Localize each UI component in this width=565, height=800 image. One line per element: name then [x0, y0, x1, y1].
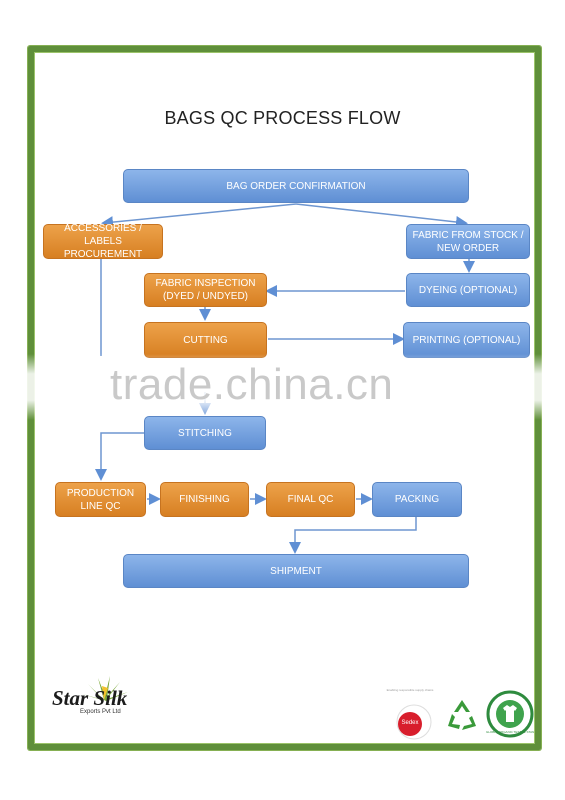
leaf-burst-icon [82, 676, 128, 701]
step-finishing: FINISHING [160, 482, 249, 517]
sedex-logo: Sedex Enabling responsible supply chains [384, 688, 436, 746]
gots-text: GLOBAL ORGANIC TEXTILE STANDARD · GOTS [486, 730, 534, 734]
step-final-qc: FINAL QC [266, 482, 355, 517]
step-fabric-from-stock: FABRIC FROM STOCK / NEW ORDER [406, 224, 530, 259]
sedex-tagline: Enabling responsible supply chains [386, 688, 434, 692]
step-production-line-qc: PRODUCTION LINE QC [55, 482, 146, 517]
step-shipment: SHIPMENT [123, 554, 469, 588]
logo-subtitle: Exports Pvt Ltd [80, 709, 121, 715]
diagram-title: BAGS QC PROCESS FLOW [164, 108, 401, 128]
watermark-text: trade.china.cn [110, 360, 394, 409]
step-fabric-inspection: FABRIC INSPECTION (DYED / UNDYED) [144, 273, 267, 307]
step-stitching: STITCHING [144, 416, 266, 450]
recycle-icon [442, 696, 482, 736]
step-printing: PRINTING (OPTIONAL) [403, 322, 530, 358]
sedex-label: Sedex [401, 720, 419, 726]
step-dyeing: DYEING (OPTIONAL) [406, 273, 530, 307]
watermark-band [0, 354, 565, 420]
arrow-packing-to-shipment [289, 517, 417, 554]
logo-name: Star Silk [52, 686, 128, 710]
arrow-order-to-fabric [295, 203, 468, 228]
step-cutting: CUTTING [144, 322, 267, 358]
gots-logo: GLOBAL ORGANIC TEXTILE STANDARD · GOTS [486, 690, 534, 738]
step-accessories-procurement: ACCESSORIES / LABELS PROCUREMENT [43, 223, 163, 260]
company-logo: Star Silk Exports Pvt Ltd [52, 676, 128, 715]
step-packing: PACKING [372, 482, 462, 517]
arrow-order-to-accessories [101, 203, 297, 229]
step-order-confirmation: BAG ORDER CONFIRMATION [123, 169, 469, 203]
arrow-stitching-to-production-qc [95, 432, 144, 481]
